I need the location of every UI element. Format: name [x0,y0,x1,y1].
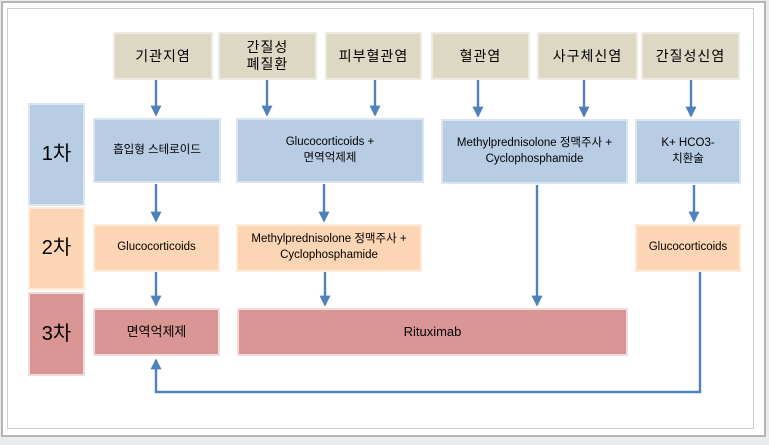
tier-label-first-line: 1차 [28,103,85,206]
condition-glomerulonephritis: 사구체신염 [537,32,638,80]
tx-glucocorticoids-immunosuppressant: Glucocorticoids + 면역억제제 [236,118,424,183]
tx-methylprednisolone-cyclophosphamide-iv-2: Methylprednisolone 정맥주사 + Cyclophosphami… [236,224,422,272]
tx-rituximab: Rituximab [237,308,628,356]
tx-immunosuppressant: 면역억제제 [93,308,220,356]
condition-bronchitis: 기관지염 [113,32,213,80]
tx-glucocorticoids: Glucocorticoids [93,224,220,272]
tier-label-third-line: 3차 [28,292,85,376]
condition-interstitial-nephritis: 간질성신염 [641,32,740,80]
tier-label-second-line: 2차 [28,207,85,290]
tx-methylprednisolone-cyclophosphamide-iv: Methylprednisolone 정맥주사 + Cyclophosphami… [441,119,628,184]
tx-inhaled-steroid: 흡입형 스테로이드 [93,118,221,183]
condition-interstitial-lung-disease: 간질성 폐질환 [218,32,317,80]
condition-cutaneous-vasculitis: 피부혈관염 [325,32,422,80]
tx-k-hco3-replacement: K+ HCO3- 치환술 [635,119,741,184]
tx-glucocorticoids-renal: Glucocorticoids [635,224,741,272]
condition-vasculitis: 혈관염 [431,32,530,80]
